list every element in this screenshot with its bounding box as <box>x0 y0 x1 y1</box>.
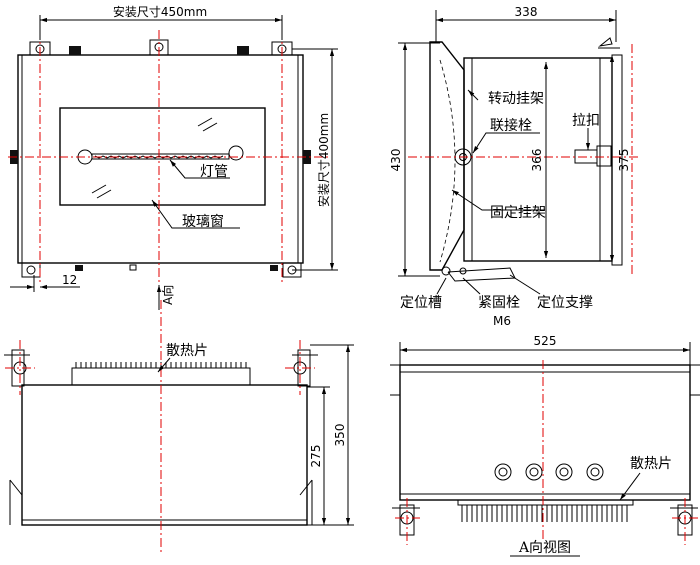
locating-support <box>447 267 516 282</box>
heat-sink-label-left: 散热片 <box>166 343 208 359</box>
front-view: 安装尺寸450mm 安装尺寸400mm 灯管 玻璃窗 12 A向 <box>8 4 338 310</box>
rotating-bracket-label: 转动挂架 <box>488 91 544 107</box>
heat-sink-label-right: 散热片 <box>630 456 672 472</box>
heat-sink-fins-right <box>461 505 628 522</box>
locating-support-label: 定位支撑 <box>537 295 593 311</box>
dim-338: 338 <box>515 5 538 19</box>
bottom-left-view: 散热片 275 350 <box>4 300 354 555</box>
bottom-right-enclosure <box>399 364 691 501</box>
locating-slot-label: 定位槽 <box>400 295 442 311</box>
dim-375: 375 <box>617 149 631 172</box>
dim-525: 525 <box>534 334 557 348</box>
hinge-bolt-label: 联接栓 <box>490 117 532 134</box>
side-view: 338 430 366 375 <box>389 5 640 328</box>
cable-glands <box>494 463 604 481</box>
bottom-right-view: 525 散热片 A向视图 <box>390 334 700 557</box>
heat-sink-base-right <box>457 499 634 506</box>
lamp-tube-label: 灯管 <box>200 164 228 180</box>
glass-window-label: 玻璃窗 <box>182 213 224 230</box>
fastening-bolt-label: 紧固栓 <box>478 295 520 311</box>
install-width-dimension: 安装尺寸450mm <box>113 4 207 19</box>
dim-12: 12 <box>62 273 77 287</box>
bolt-size-label: M6 <box>493 314 511 328</box>
fixed-bracket-label: 固定挂架 <box>490 205 546 221</box>
bottom-left-enclosure <box>21 384 308 526</box>
top-clip-left <box>69 46 81 55</box>
dim-350: 350 <box>333 424 347 447</box>
fastening-bolt <box>459 267 467 275</box>
locating-slot <box>441 266 451 276</box>
view-a-arrow-label: A向 <box>160 285 175 305</box>
dim-430: 430 <box>389 149 403 172</box>
handle-label: 拉扣 <box>572 113 600 129</box>
dim-366: 366 <box>530 149 544 172</box>
view-a-title: A向视图 <box>518 540 571 556</box>
top-clip-right <box>237 46 249 55</box>
dim-275: 275 <box>309 445 323 468</box>
lamp-end-right <box>228 145 244 161</box>
install-height-dimension: 安装尺寸400mm <box>316 113 331 207</box>
